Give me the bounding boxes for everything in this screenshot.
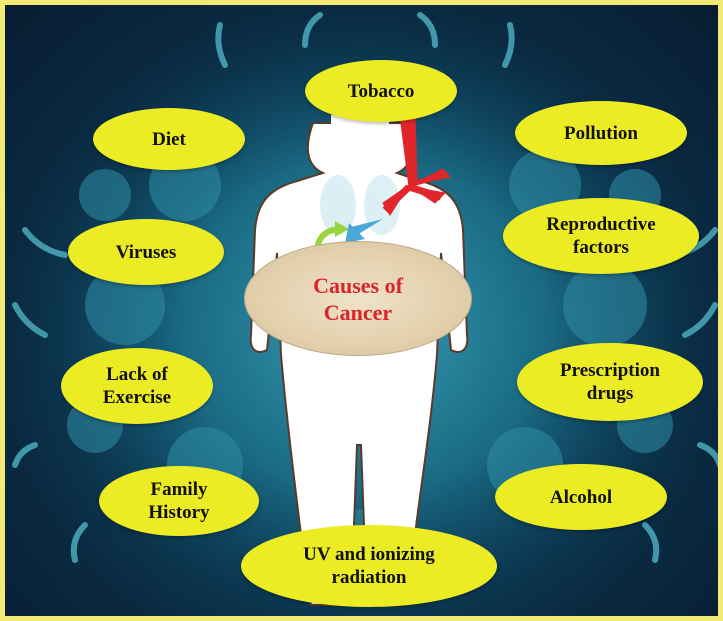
bubble-pollution: Pollution: [515, 101, 687, 165]
bubble-diet: Diet: [93, 108, 245, 170]
bubble-uv-ionizing-radiation: UV and ionizing radiation: [241, 525, 497, 607]
bubble-viruses: Viruses: [68, 219, 224, 285]
bubble-label-viruses: Viruses: [116, 241, 177, 264]
bubble-alcohol: Alcohol: [495, 464, 667, 530]
bubble-prescription-drugs: Prescription drugs: [517, 343, 703, 421]
bubble-label-diet: Diet: [152, 128, 186, 151]
bubble-tobacco: Tobacco: [305, 60, 457, 122]
bubble-label-lack-of-exercise: Lack of Exercise: [103, 363, 171, 409]
bubble-label-tobacco: Tobacco: [348, 80, 415, 103]
bubble-label-reproductive-factors: Reproductive factors: [546, 213, 655, 259]
center-causes-of-cancer: Causes of Cancer: [244, 241, 472, 356]
bubble-label-family-history: Family History: [148, 478, 209, 524]
bubble-family-history: Family History: [99, 466, 259, 536]
center-label: Causes of Cancer: [313, 272, 403, 326]
bubble-lack-of-exercise: Lack of Exercise: [61, 348, 213, 424]
bubble-reproductive-factors: Reproductive factors: [503, 198, 699, 274]
bubble-label-prescription-drugs: Prescription drugs: [560, 359, 660, 405]
bubble-label-uv-ionizing-radiation: UV and ionizing radiation: [303, 543, 435, 589]
bubble-label-pollution: Pollution: [564, 122, 638, 145]
bubble-label-alcohol: Alcohol: [550, 486, 612, 509]
